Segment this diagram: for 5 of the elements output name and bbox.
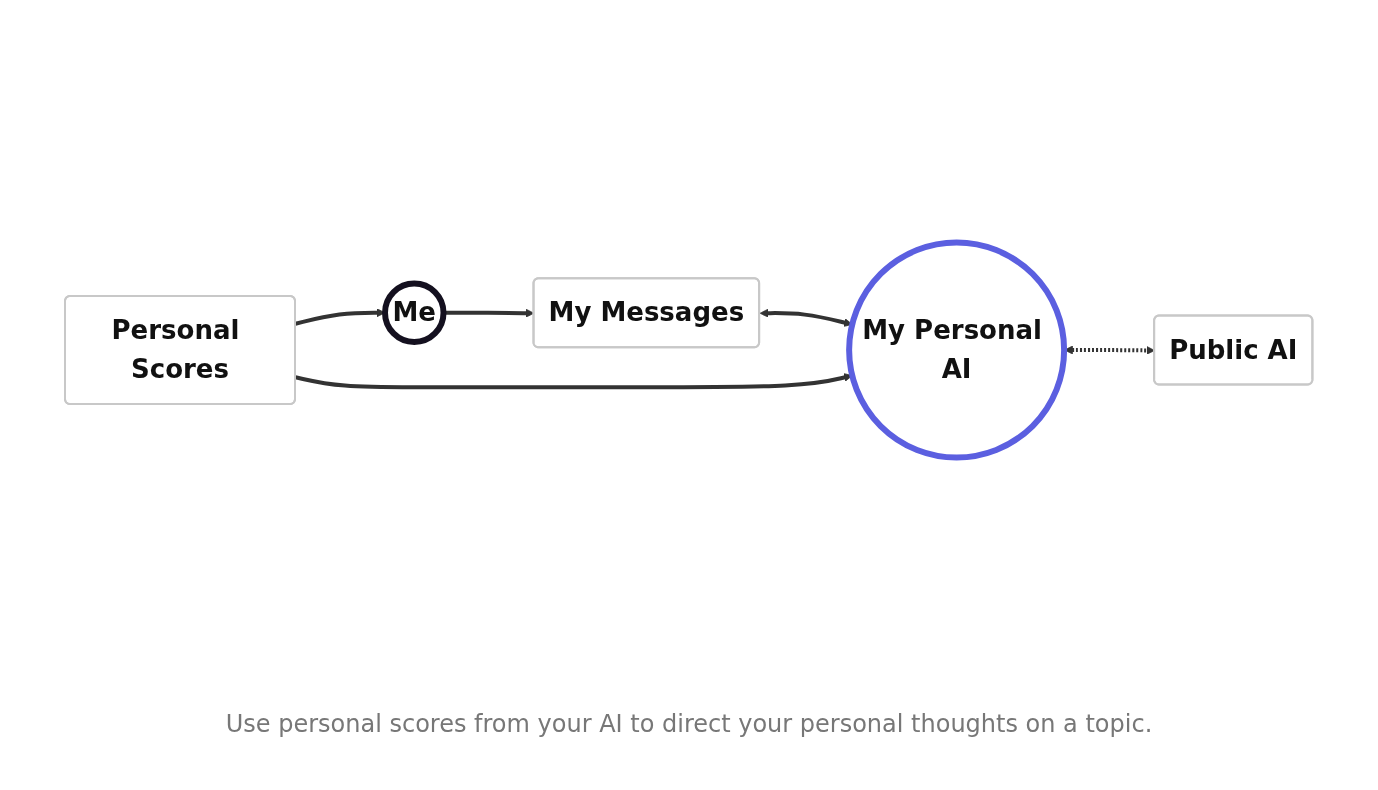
node-circle: Me	[382, 280, 447, 345]
node-circle: My Personal AI	[846, 239, 1068, 461]
caption: Use personal scores from your AI to direct your personal thoughts on a topic.	[224, 710, 1154, 738]
node-text: Personal Scores	[111, 315, 240, 384]
arrow	[443, 308, 535, 318]
